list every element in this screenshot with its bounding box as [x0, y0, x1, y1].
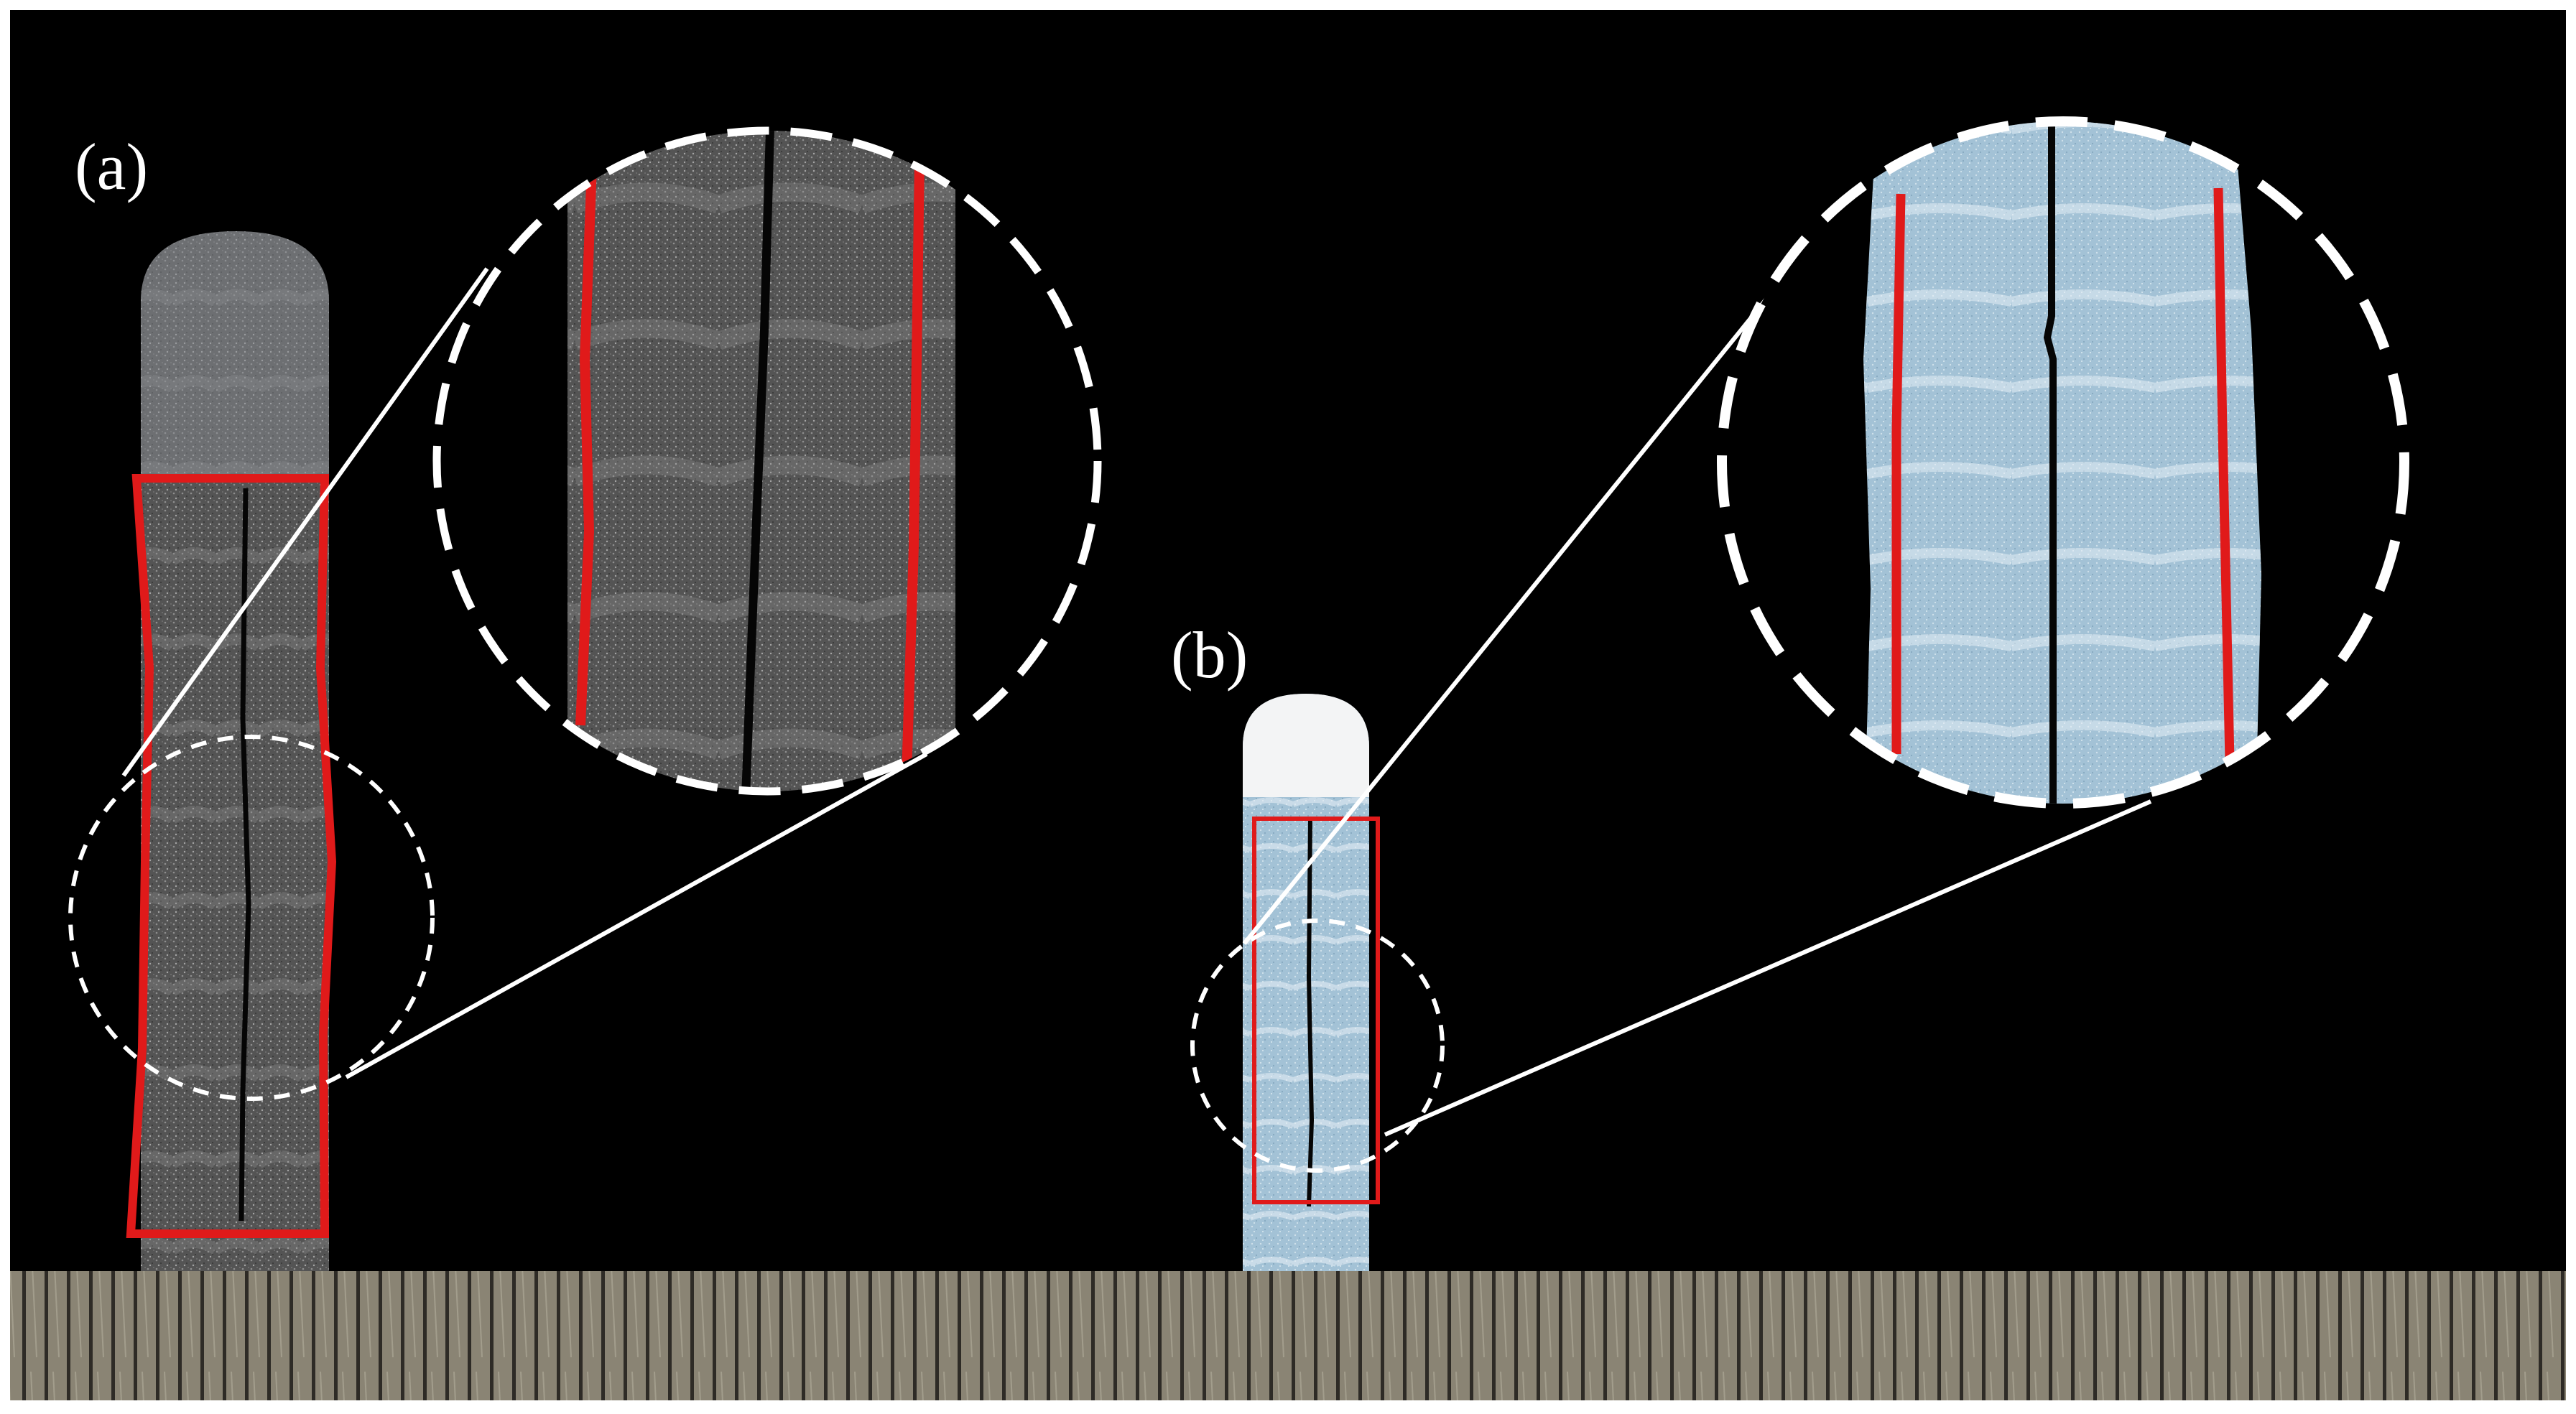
sample-b: [1243, 694, 1369, 1271]
zoom-circle-a: [432, 126, 1102, 796]
connector-line-a-bottom: [345, 752, 928, 1079]
connector-line-b-bottom: [1384, 799, 2152, 1137]
scale-ruler: [10, 1271, 2566, 1400]
highlight-box-b: [1252, 817, 1380, 1204]
zoom-circle-b: [1717, 116, 2409, 809]
panel-label-b: (b): [1171, 618, 1248, 692]
zoom-view-b: [1722, 121, 2404, 804]
highlight-box-a: [126, 474, 337, 1238]
panel-label-a: (a): [75, 130, 149, 203]
connector-line-a-top: [121, 267, 489, 777]
zoom-source-circle-a: [68, 735, 435, 1101]
zoom-view-a: [437, 131, 1098, 791]
zoom-source-circle-b: [1190, 918, 1445, 1173]
connector-line-b-top: [1242, 286, 1778, 945]
sample-a: [141, 231, 329, 1271]
